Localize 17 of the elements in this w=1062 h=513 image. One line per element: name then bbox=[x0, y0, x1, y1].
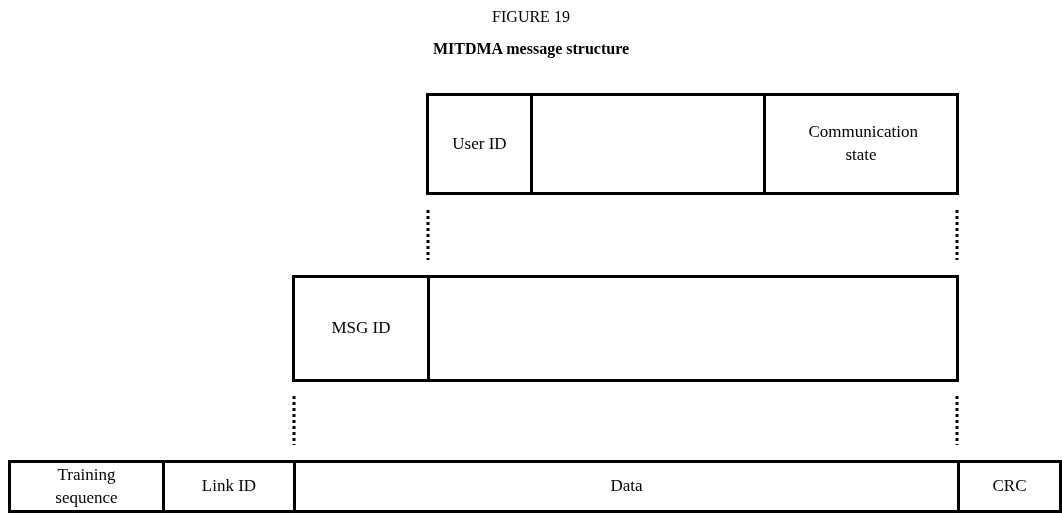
empty-field-box bbox=[427, 275, 959, 382]
field-box bbox=[763, 93, 959, 195]
field-label: Link ID bbox=[201, 475, 257, 498]
empty-field-box bbox=[530, 93, 766, 195]
field-label: CRC bbox=[992, 475, 1027, 498]
field-label: Data bbox=[610, 475, 643, 498]
field-label: User ID bbox=[452, 132, 507, 155]
field-box bbox=[292, 275, 430, 382]
figure-title: MITDMA message structure bbox=[431, 40, 631, 58]
field-label: Training sequence bbox=[54, 463, 119, 509]
field-box bbox=[162, 460, 296, 513]
field-box bbox=[426, 93, 533, 195]
figure-number: FIGURE 19 bbox=[491, 8, 571, 26]
field-box bbox=[8, 460, 165, 513]
field-box bbox=[957, 460, 1062, 513]
field-label: MSG ID bbox=[331, 317, 391, 340]
field-box bbox=[293, 460, 960, 513]
